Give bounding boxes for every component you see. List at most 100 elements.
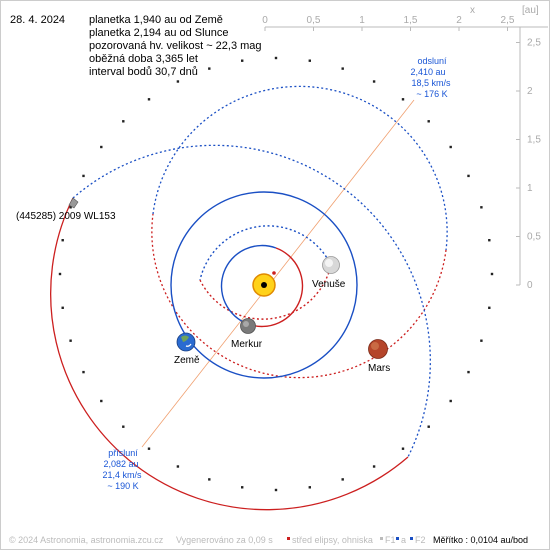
earth-label: Země xyxy=(174,355,200,366)
orbit-point xyxy=(308,59,311,62)
x-tick-label: 0,5 xyxy=(307,15,321,26)
legend-f2-text: F2 xyxy=(415,535,426,545)
unit-label: [au] xyxy=(522,5,539,16)
info-line: planetka 2,194 au od Slunce xyxy=(89,27,228,39)
copyright-text: © 2024 Astronomia, astronomia.zcu.cz xyxy=(9,535,164,545)
orbit-point xyxy=(122,425,125,428)
perihelion-title: přísluní xyxy=(108,448,138,458)
venus xyxy=(322,256,340,274)
y-ticks: 00,511,522,5 xyxy=(516,38,541,291)
info-line: pozorovaná hv. velikost ~ 22,3 mag xyxy=(89,40,262,52)
orbit-point xyxy=(341,478,344,481)
venus-orbit xyxy=(199,225,332,320)
orbit-point xyxy=(69,206,72,209)
info-line: planetka 1,940 au od Země xyxy=(89,14,223,26)
orbit-point xyxy=(449,399,452,403)
mercury-label: Merkur xyxy=(231,339,263,350)
scale-text: Měřítko : 0,0104 au/bod xyxy=(433,535,528,545)
orbit-point xyxy=(61,239,64,242)
mercury xyxy=(240,318,256,334)
aphelion-temp: ~ 176 K xyxy=(416,89,447,99)
asteroid-orbit-points xyxy=(58,56,494,492)
y-tick-label: 0 xyxy=(527,280,533,291)
x-tick-label: 1,5 xyxy=(404,15,418,26)
orbit-point xyxy=(308,486,311,489)
legend-f1-text: F1 xyxy=(385,535,396,545)
orbit-point xyxy=(490,272,494,276)
aphelion-annotation: odsluní 2,410 au 18,5 km/s ~ 176 K xyxy=(410,56,451,99)
orbit-point xyxy=(82,370,85,374)
earth xyxy=(176,332,196,352)
mars-label: Mars xyxy=(368,363,390,374)
orbit-point xyxy=(480,206,483,209)
legend-center-text: střed elipsy, ohniska xyxy=(292,535,373,545)
orbit-point xyxy=(241,59,244,62)
legend-center-dot xyxy=(287,537,290,540)
perihelion-distance: 2,082 au xyxy=(103,459,138,469)
mars xyxy=(368,339,388,359)
orbit-point xyxy=(449,145,452,149)
x-tick-label: 1 xyxy=(359,15,365,26)
sun xyxy=(252,271,276,297)
info-block: planetka 1,940 au od Země planetka 2,194… xyxy=(89,14,262,78)
orbit-point xyxy=(427,425,430,428)
legend-a-text: a xyxy=(401,535,406,545)
y-tick-label: 1 xyxy=(527,183,533,194)
perihelion-speed: 21,4 km/s xyxy=(102,470,142,480)
y-tick-label: 2,5 xyxy=(527,38,541,49)
date-label: 28. 4. 2024 xyxy=(10,14,65,26)
orbit-point xyxy=(241,486,244,489)
earth-orbit xyxy=(170,191,358,379)
info-line: interval bodů 30,7 dnů xyxy=(89,66,198,78)
aphelion-speed: 18,5 km/s xyxy=(411,78,451,88)
orbit-point xyxy=(176,465,180,468)
orbit-point xyxy=(401,98,405,101)
orbit-point xyxy=(372,80,376,83)
orbit-point xyxy=(372,465,376,468)
generated-text: Vygenerováno za 0,09 s xyxy=(176,535,273,545)
mars-orbit xyxy=(151,85,448,379)
orbit-point xyxy=(480,339,483,342)
info-line: oběžná doba 3,365 let xyxy=(89,53,198,65)
perihelion-annotation: přísluní 2,082 au 21,4 km/s ~ 190 K xyxy=(102,448,142,491)
orbit-point xyxy=(100,145,103,149)
x-tick-label: 0 xyxy=(262,15,268,26)
apsidal-line xyxy=(141,99,415,448)
orbit-point xyxy=(208,478,211,481)
asteroid-marker xyxy=(68,197,79,209)
asteroid-label: (445285) 2009 WL153 xyxy=(16,211,116,222)
orbit-point xyxy=(467,370,470,374)
aphelion-title: odsluní xyxy=(417,56,447,66)
orbit-point xyxy=(341,67,344,70)
orbit-point xyxy=(488,239,491,242)
y-tick-label: 1,5 xyxy=(527,135,541,146)
orbit-point xyxy=(147,98,151,101)
perihelion-temp: ~ 190 K xyxy=(107,481,138,491)
axes xyxy=(265,26,548,285)
y-tick-label: 2 xyxy=(527,86,533,97)
orbit-point xyxy=(122,120,125,123)
legend-f1-dot xyxy=(380,537,383,540)
sun-core xyxy=(261,282,267,288)
orbit-point xyxy=(82,174,85,178)
legend-f2-dot xyxy=(410,537,413,540)
asteroid-orbit xyxy=(50,144,431,511)
orbit-point xyxy=(100,399,103,403)
orbit-point xyxy=(69,339,72,342)
focus-marker xyxy=(272,271,276,275)
venus-label: Venuše xyxy=(312,279,346,290)
aphelion-distance: 2,410 au xyxy=(410,67,445,77)
orbit-point xyxy=(208,67,211,70)
legend-a-dot xyxy=(396,537,399,540)
orbit-point xyxy=(58,272,62,276)
orbit-point xyxy=(467,174,470,178)
x-tick-label: 2,5 xyxy=(501,15,515,26)
mercury-orbit xyxy=(220,244,304,328)
orbit-point xyxy=(274,488,278,492)
orbit-point xyxy=(176,80,180,83)
orbit-point xyxy=(147,447,151,450)
orbit-point xyxy=(427,120,430,123)
orbit-point xyxy=(274,56,278,60)
